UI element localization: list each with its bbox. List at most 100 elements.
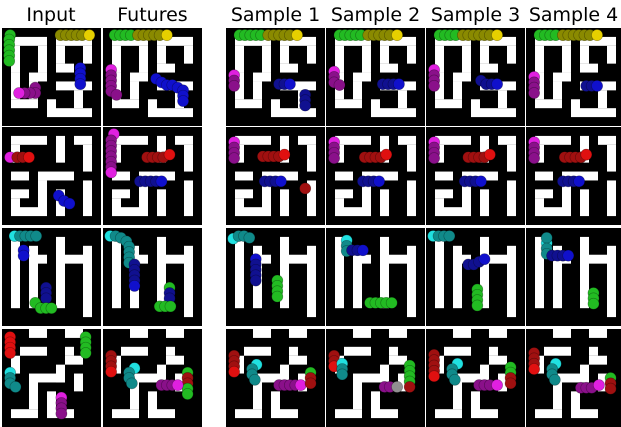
agent-trail-purple	[56, 397, 67, 419]
maze-wall	[83, 46, 92, 64]
maze-wall	[453, 246, 462, 308]
maze-svg	[526, 127, 621, 225]
agent-dot	[295, 380, 306, 391]
agent-dot	[106, 366, 117, 377]
agent-dot	[492, 380, 503, 391]
maze-wall	[121, 207, 139, 216]
maze-wall	[535, 198, 544, 216]
agent-dot	[357, 245, 368, 256]
maze-svg	[426, 228, 525, 326]
maze-wall	[535, 409, 562, 418]
maze-wall	[65, 356, 83, 365]
maze-wall	[580, 365, 589, 383]
agent-trail-magenta	[106, 167, 117, 178]
maze-wall	[335, 172, 353, 181]
agent-trail-navy	[300, 89, 311, 111]
agent-dot	[129, 280, 140, 291]
maze-wall	[453, 329, 471, 338]
agent-trail-yellow	[392, 30, 403, 41]
agent-dot	[41, 293, 52, 304]
agent-trail-olive	[263, 30, 296, 41]
maze-wall	[47, 99, 56, 117]
maze-wall	[344, 207, 362, 216]
maze-wall	[244, 207, 262, 216]
maze-svg	[226, 127, 325, 225]
agent-trail-green	[365, 297, 398, 308]
maze-svg	[226, 329, 325, 427]
agent-trail-green	[334, 30, 367, 41]
agent-dot	[300, 183, 311, 194]
agent-trail-yellow	[592, 30, 603, 41]
agent-dot	[305, 378, 316, 389]
maze-svg	[2, 228, 101, 326]
maze-wall	[157, 409, 175, 418]
maze-wall	[148, 391, 157, 418]
maze-wall	[380, 108, 416, 117]
agent-trail-purple	[229, 142, 240, 164]
agent-dot	[75, 79, 86, 90]
maze-panel-sample-2-row-4	[326, 329, 425, 427]
maze-panel-sample-3-row-1	[426, 28, 525, 126]
maze-wall	[362, 46, 371, 73]
maze-wall	[271, 99, 280, 117]
maze-wall	[607, 46, 616, 64]
maze-wall	[271, 391, 280, 418]
maze-wall	[462, 46, 471, 73]
maze-wall	[380, 409, 398, 418]
maze-wall	[335, 136, 371, 145]
agent-trail-blue	[75, 63, 86, 90]
agent-dot	[106, 167, 117, 178]
maze-wall	[353, 329, 371, 338]
maze-wall	[289, 255, 307, 264]
maze-wall	[56, 237, 65, 308]
maze-wall	[56, 81, 92, 90]
maze-wall	[435, 99, 462, 108]
agent-trail-yellow	[492, 30, 503, 41]
maze-wall	[235, 409, 262, 418]
agent-dot	[334, 79, 345, 90]
maze-wall	[444, 347, 471, 356]
agent-trail-blue	[479, 254, 490, 265]
maze-wall	[280, 64, 298, 73]
maze-svg	[226, 228, 325, 326]
agent-trail-teal	[14, 230, 41, 241]
agent-dot	[492, 79, 503, 90]
maze-wall	[83, 180, 92, 216]
agent-trail-purple	[329, 142, 340, 164]
maze-wall	[580, 46, 589, 64]
agent-dot	[272, 291, 283, 302]
agent-trail-blue	[563, 250, 574, 261]
agent-dot	[18, 250, 29, 261]
agent-trail-red	[5, 331, 16, 358]
agent-trail-green	[234, 30, 267, 41]
maze-wall	[535, 136, 571, 145]
agent-dot	[429, 153, 440, 164]
agent-trail-purple	[429, 142, 440, 164]
maze-wall	[307, 145, 316, 172]
maze-wall	[235, 172, 253, 181]
agent-trail-green	[4, 30, 16, 67]
maze-panel-sample-2-row-3	[326, 228, 425, 326]
maze-wall	[589, 356, 607, 365]
agent-dot	[4, 55, 15, 66]
maze-wall	[435, 409, 462, 418]
maze-wall	[29, 374, 38, 410]
agent-trail-green	[182, 383, 193, 400]
maze-wall	[307, 246, 316, 317]
maze-panel-input-row-4	[2, 329, 101, 427]
agent-dot	[250, 275, 261, 286]
agent-dot	[549, 374, 560, 385]
maze-wall	[407, 180, 416, 216]
agent-trail-olive	[363, 30, 396, 41]
agent-dot	[275, 176, 286, 187]
maze-wall	[130, 73, 148, 82]
agent-dot	[404, 381, 415, 392]
maze-panel-input-row-3	[2, 228, 101, 326]
maze-wall	[598, 136, 616, 145]
column-title-futures: Futures	[103, 2, 202, 28]
agent-trail-teal	[433, 230, 455, 241]
maze-svg	[426, 329, 525, 427]
maze-wall	[47, 391, 56, 418]
maze-wall	[435, 198, 444, 216]
agent-trail-blue	[357, 245, 368, 256]
